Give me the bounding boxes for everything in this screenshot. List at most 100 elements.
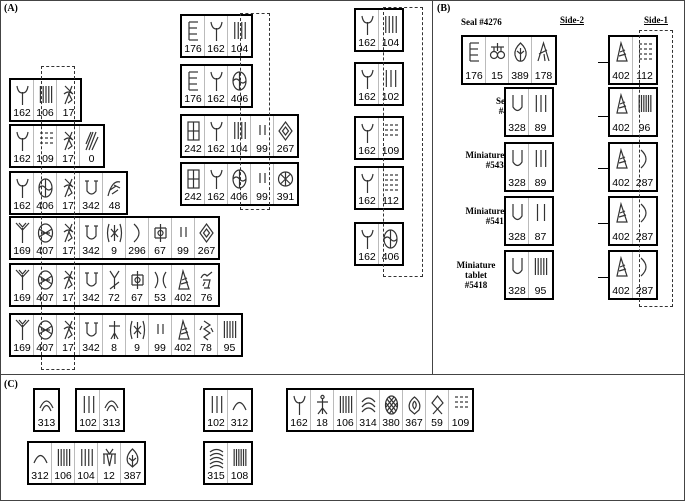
- sequence-b-side1-5: 402 287: [608, 250, 658, 300]
- sign-cell: 402: [610, 37, 633, 83]
- sign-0-icon: [85, 131, 99, 151]
- sign-number: 267: [197, 245, 216, 257]
- sign-cell: 380: [380, 390, 403, 430]
- sign-cell: 102: [379, 64, 402, 104]
- sign-cell: 102: [205, 390, 228, 430]
- sign-number: 95: [223, 342, 236, 354]
- sign-99-icon: [157, 324, 164, 334]
- sign-cell: 312: [29, 443, 52, 483]
- sign-cell: 312: [228, 390, 251, 430]
- sign-number: 402: [612, 285, 630, 297]
- sign-cell: 48: [103, 173, 126, 213]
- sign-cell: 342: [80, 265, 103, 305]
- sign-number: 162: [207, 191, 225, 203]
- sign-number: 162: [13, 200, 31, 212]
- sign-406-icon: [232, 71, 247, 91]
- sign-cell: 402: [172, 315, 195, 355]
- sign-cell: 328: [506, 198, 529, 244]
- sign-number: 389: [511, 70, 529, 82]
- row-label-line1: Miniature tablet: [465, 150, 529, 160]
- sign-number: 407: [36, 245, 54, 257]
- sign-number: 287: [635, 285, 654, 297]
- sign-99-icon: [259, 173, 266, 183]
- sign-cell: 267: [274, 116, 297, 156]
- sign-162-icon: [361, 15, 374, 35]
- sign-number: 59: [431, 417, 443, 429]
- sign-9-icon: [129, 320, 146, 340]
- sign-162-icon: [16, 131, 29, 151]
- sign-162-icon: [210, 169, 223, 189]
- sign-cell: 99: [251, 116, 274, 156]
- row-label-line2: #5410: [485, 216, 509, 226]
- sign-cell: 59: [426, 390, 449, 430]
- sign-cell: 12: [98, 443, 121, 483]
- sign-162-icon: [16, 178, 29, 198]
- sign-number: 391: [276, 191, 295, 203]
- sign-number: 104: [77, 470, 95, 482]
- sign-number: 162: [207, 143, 225, 155]
- sign-cell: 95: [529, 252, 552, 298]
- sign-15-icon: [489, 43, 506, 60]
- sign-number: 176: [184, 93, 202, 105]
- connector: [598, 116, 608, 117]
- sign-cell: 406: [228, 66, 251, 106]
- sign-367-icon: [408, 396, 421, 415]
- sign-number: 96: [638, 122, 651, 134]
- sign-number: 402: [612, 70, 630, 82]
- sign-72-icon: [109, 270, 120, 290]
- sign-104-icon: [385, 16, 397, 33]
- sign-number: 402: [174, 292, 192, 304]
- sign-406-icon: [38, 178, 53, 198]
- sign-cell: 287: [633, 144, 656, 190]
- sign-176-icon: [188, 71, 198, 91]
- sign-cell: 162: [11, 173, 34, 213]
- sign-number: 17: [62, 292, 74, 304]
- sign-number: 287: [635, 231, 654, 243]
- sign-cell: 328: [506, 252, 529, 298]
- sign-number: 342: [82, 342, 100, 354]
- sign-number: 17: [62, 342, 74, 354]
- sign-number: 162: [358, 37, 376, 49]
- side-1-header: Side-1: [643, 15, 668, 25]
- sign-cell: 314: [357, 390, 380, 430]
- sign-17-icon: [63, 131, 74, 151]
- sign-number: 406: [381, 251, 400, 263]
- sign-number: 380: [382, 417, 400, 429]
- sign-89-icon: [535, 150, 547, 167]
- sign-cell: 242: [182, 116, 205, 156]
- sign-cell: 176: [463, 37, 486, 83]
- sign-cell: 67: [149, 218, 172, 258]
- sign-169-icon: [15, 269, 30, 290]
- sequence-b-side2-4: 328 87: [504, 196, 554, 246]
- sign-number: 9: [134, 342, 140, 354]
- sign-407-icon: [37, 270, 54, 290]
- sign-number: 312: [31, 470, 49, 482]
- sign-314-icon: [361, 397, 376, 413]
- sign-cell: 104: [379, 10, 402, 50]
- sign-number: 402: [174, 342, 192, 354]
- sign-313-icon: [104, 400, 119, 412]
- sign-cell: 15: [486, 37, 509, 83]
- sign-number: 176: [184, 43, 202, 55]
- sign-162-icon: [210, 121, 223, 141]
- sign-cell: 99: [251, 164, 274, 204]
- sign-102-icon: [211, 396, 223, 413]
- sign-number: 87: [534, 231, 547, 243]
- sign-402-icon: [178, 268, 190, 290]
- sign-cell: 89: [529, 89, 552, 135]
- sign-315-icon: [209, 448, 224, 469]
- sign-cell: 162: [288, 390, 311, 430]
- sign-number: 242: [184, 191, 202, 203]
- sign-cell: 87: [529, 198, 552, 244]
- sign-number: 67: [131, 292, 143, 304]
